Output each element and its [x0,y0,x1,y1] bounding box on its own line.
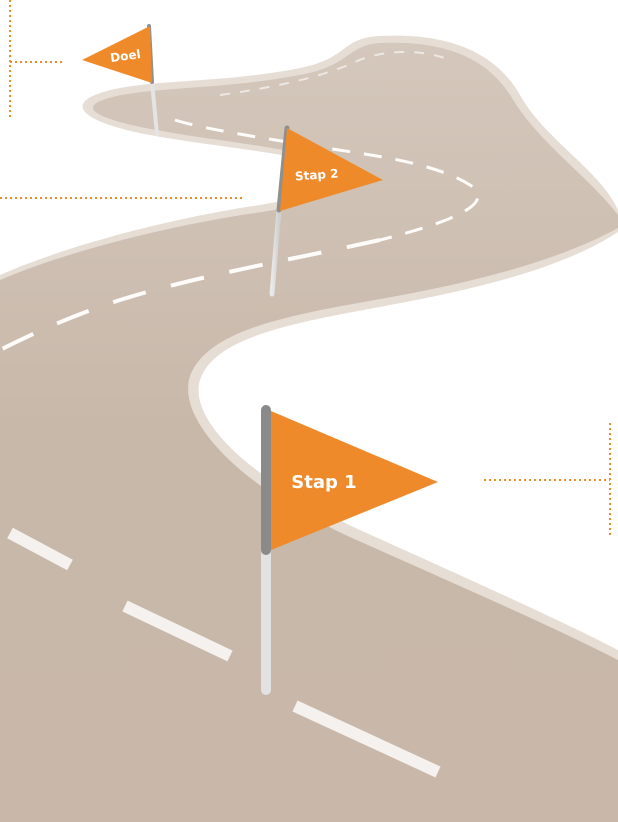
connector-step1 [484,423,610,535]
flag-step1-label: Stap 1 [291,472,356,493]
connector-goal [10,0,62,120]
